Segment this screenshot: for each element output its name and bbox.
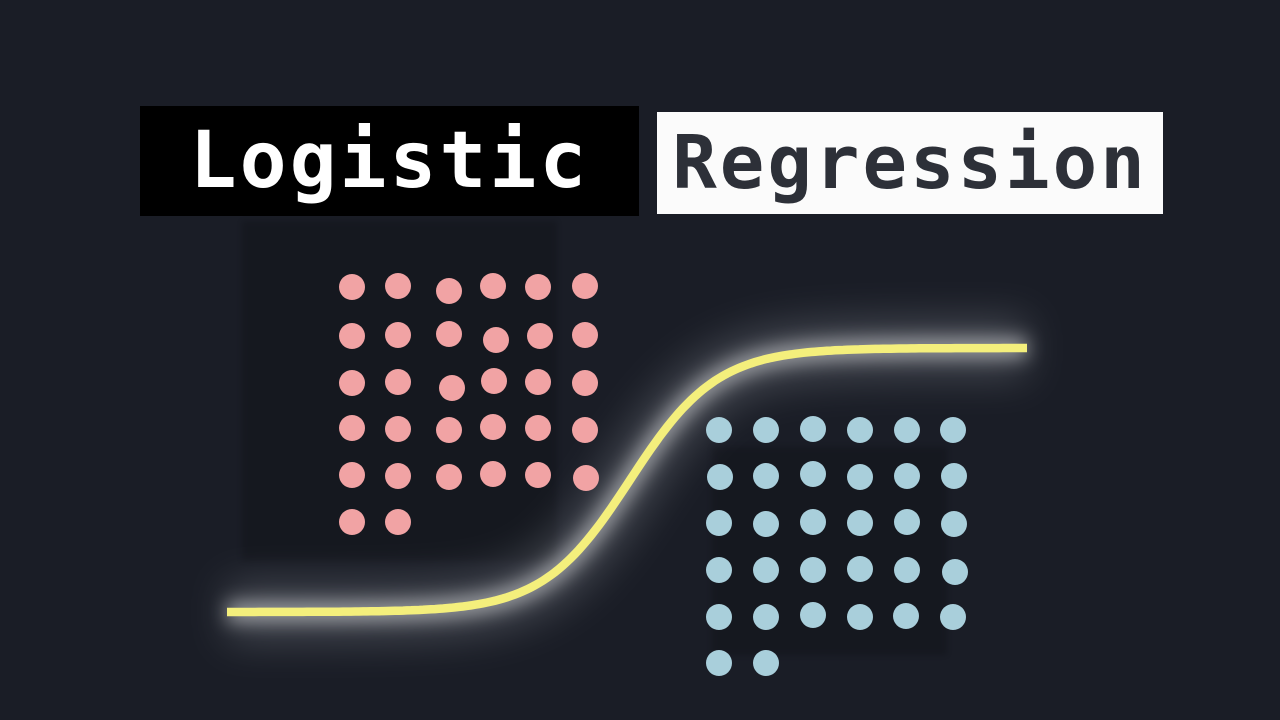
pink-dot (339, 370, 365, 396)
blue-dot (847, 556, 873, 582)
pink-dot (436, 464, 462, 490)
pink-dot (483, 327, 509, 353)
title-box-regression: Regression (657, 112, 1163, 214)
blue-dot (942, 559, 968, 585)
pink-dot (480, 273, 506, 299)
title-word-logistic: Logistic (189, 116, 590, 206)
blue-dot (847, 417, 873, 443)
pink-dot (572, 322, 598, 348)
pink-dot (525, 415, 551, 441)
blue-dot (753, 650, 779, 676)
blue-dot (894, 463, 920, 489)
blue-dot (753, 557, 779, 583)
pink-dot (525, 369, 551, 395)
blue-dot (753, 463, 779, 489)
pink-dot (525, 462, 551, 488)
pink-dots-cluster (339, 273, 599, 535)
blue-dot (893, 603, 919, 629)
pink-dot (385, 463, 411, 489)
blue-dot (707, 464, 733, 490)
pink-dot (385, 509, 411, 535)
blue-dot (847, 604, 873, 630)
title-box-logistic: Logistic (140, 106, 639, 216)
blue-dot (894, 509, 920, 535)
blue-dot (894, 557, 920, 583)
blue-dot (800, 602, 826, 628)
blue-dot (847, 464, 873, 490)
sigmoid-curve-layer (227, 343, 1027, 617)
pink-dot (339, 415, 365, 441)
pink-dot (436, 417, 462, 443)
title-word-regression: Regression (672, 120, 1148, 206)
pink-dot (385, 369, 411, 395)
pink-dot (339, 462, 365, 488)
blue-dot (706, 604, 732, 630)
pink-dot (481, 368, 507, 394)
pink-dot (339, 323, 365, 349)
blue-dot (800, 461, 826, 487)
pink-dot (572, 417, 598, 443)
pink-dot (385, 416, 411, 442)
blue-dot (800, 557, 826, 583)
pink-dot (572, 370, 598, 396)
blue-dot (940, 417, 966, 443)
blue-dot (706, 417, 732, 443)
pink-dot (527, 323, 553, 349)
blue-dot (847, 510, 873, 536)
blue-dot (941, 463, 967, 489)
blue-dot (706, 557, 732, 583)
pink-dot (385, 273, 411, 299)
blue-dot (753, 604, 779, 630)
blue-dot (800, 416, 826, 442)
pink-dot (436, 278, 462, 304)
blue-dot (941, 511, 967, 537)
pink-dot (572, 273, 598, 299)
blue-dot (800, 509, 826, 535)
pink-dot (525, 274, 551, 300)
pink-dot (480, 461, 506, 487)
pink-dot (436, 321, 462, 347)
blue-dot (753, 417, 779, 443)
pink-dot (339, 509, 365, 535)
blue-dot (706, 510, 732, 536)
blue-dot (894, 417, 920, 443)
pink-dot (339, 274, 365, 300)
blue-dot (753, 511, 779, 537)
blue-dots-cluster (706, 416, 968, 676)
sigmoid-curve (227, 343, 1027, 617)
pink-dot (439, 375, 465, 401)
blue-dot (706, 650, 732, 676)
pink-dot (385, 322, 411, 348)
pink-dot (573, 465, 599, 491)
pink-dot (480, 414, 506, 440)
blue-dot (940, 604, 966, 630)
